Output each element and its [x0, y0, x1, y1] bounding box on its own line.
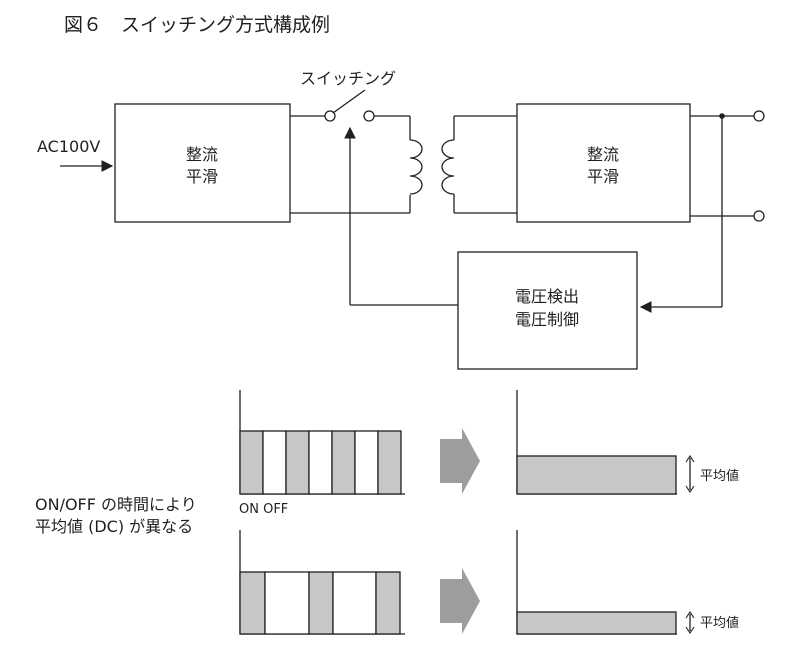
waveform-note-line1: ON/OFF の時間により [35, 495, 197, 514]
waveform-note-line2: 平均値 (DC) が異なる [35, 517, 193, 536]
rectifier-block-2 [516, 103, 691, 223]
waveform-section: ON/OFF の時間により 平均値 (DC) が異なる ON OFF 平均値 [35, 390, 739, 635]
conversion-arrow-top [440, 428, 480, 494]
output-terminal-top [753, 110, 765, 122]
figure-title: 図６ スイッチング方式構成例 [64, 14, 330, 36]
switch-terminal-left [324, 110, 336, 122]
rectifier-block-2-line1: 整流 [587, 145, 619, 164]
switch-terminal-right [363, 110, 375, 122]
control-block [457, 251, 638, 370]
rectifier-block-1 [114, 103, 291, 223]
control-block-line1: 電圧検出 [515, 287, 579, 306]
switch-blade [332, 89, 366, 114]
pulse-train-top [239, 390, 405, 495]
control-block-line2: 電圧制御 [515, 310, 579, 329]
average-bottom [516, 530, 695, 635]
average-label-bottom: 平均値 [700, 615, 739, 631]
average-top [516, 390, 695, 495]
rectifier-block-1-line2: 平滑 [186, 167, 218, 186]
rectifier-block-1-line1: 整流 [186, 145, 218, 164]
pulse-train-bottom [239, 530, 405, 635]
pulse-label: ON OFF [239, 502, 288, 517]
average-label-top: 平均値 [700, 468, 739, 484]
rectifier-block-2-line2: 平滑 [587, 167, 619, 186]
input-label: AC100V [37, 137, 100, 156]
circuit-diagram: AC100V 整流 平滑 スイッチング 整流 平滑 [37, 69, 765, 370]
output-terminal-bottom [753, 210, 765, 222]
conversion-arrow-bottom [440, 568, 480, 634]
transformer [409, 139, 455, 195]
switch-label: スイッチング [300, 69, 396, 88]
